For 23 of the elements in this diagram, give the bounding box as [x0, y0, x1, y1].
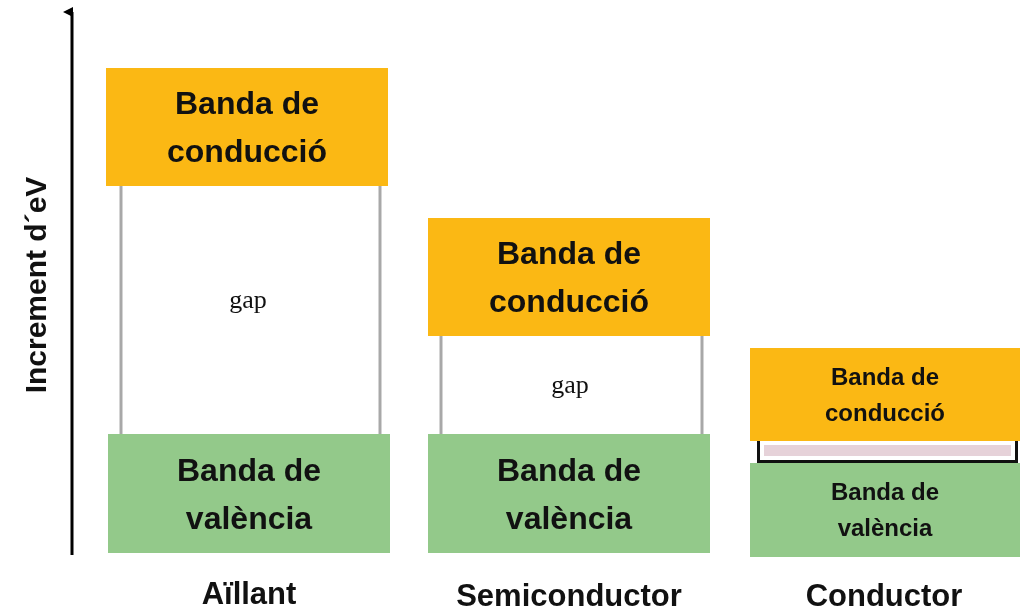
gap-label: gap: [229, 285, 267, 315]
band-label: Banda de valència: [176, 450, 322, 538]
material-label: Aïllant: [201, 576, 297, 612]
connector-line: [378, 186, 382, 434]
band-label: Banda de conducció: [824, 361, 946, 428]
band-label: Banda de conducció: [488, 234, 650, 321]
connector-line: [439, 336, 443, 434]
conduction-band: [106, 68, 388, 186]
material-label: Semiconductor: [456, 578, 682, 612]
valence-band: [108, 434, 390, 553]
overlap-bar: [757, 441, 1018, 463]
band-label: Banda de valència: [830, 477, 940, 543]
conduction-band: [750, 348, 1020, 441]
connector-line: [700, 336, 704, 434]
gap-label: gap: [551, 370, 589, 400]
conduction-band: [428, 218, 710, 336]
band-label: Banda de conducció: [166, 84, 328, 171]
material-label: Conductor: [805, 578, 963, 612]
connector-line: [119, 186, 123, 434]
axis-title: Increment d´eV: [19, 176, 53, 394]
band-label: Banda de valència: [496, 450, 642, 538]
valence-band: [428, 434, 710, 553]
valence-band: [750, 463, 1020, 557]
